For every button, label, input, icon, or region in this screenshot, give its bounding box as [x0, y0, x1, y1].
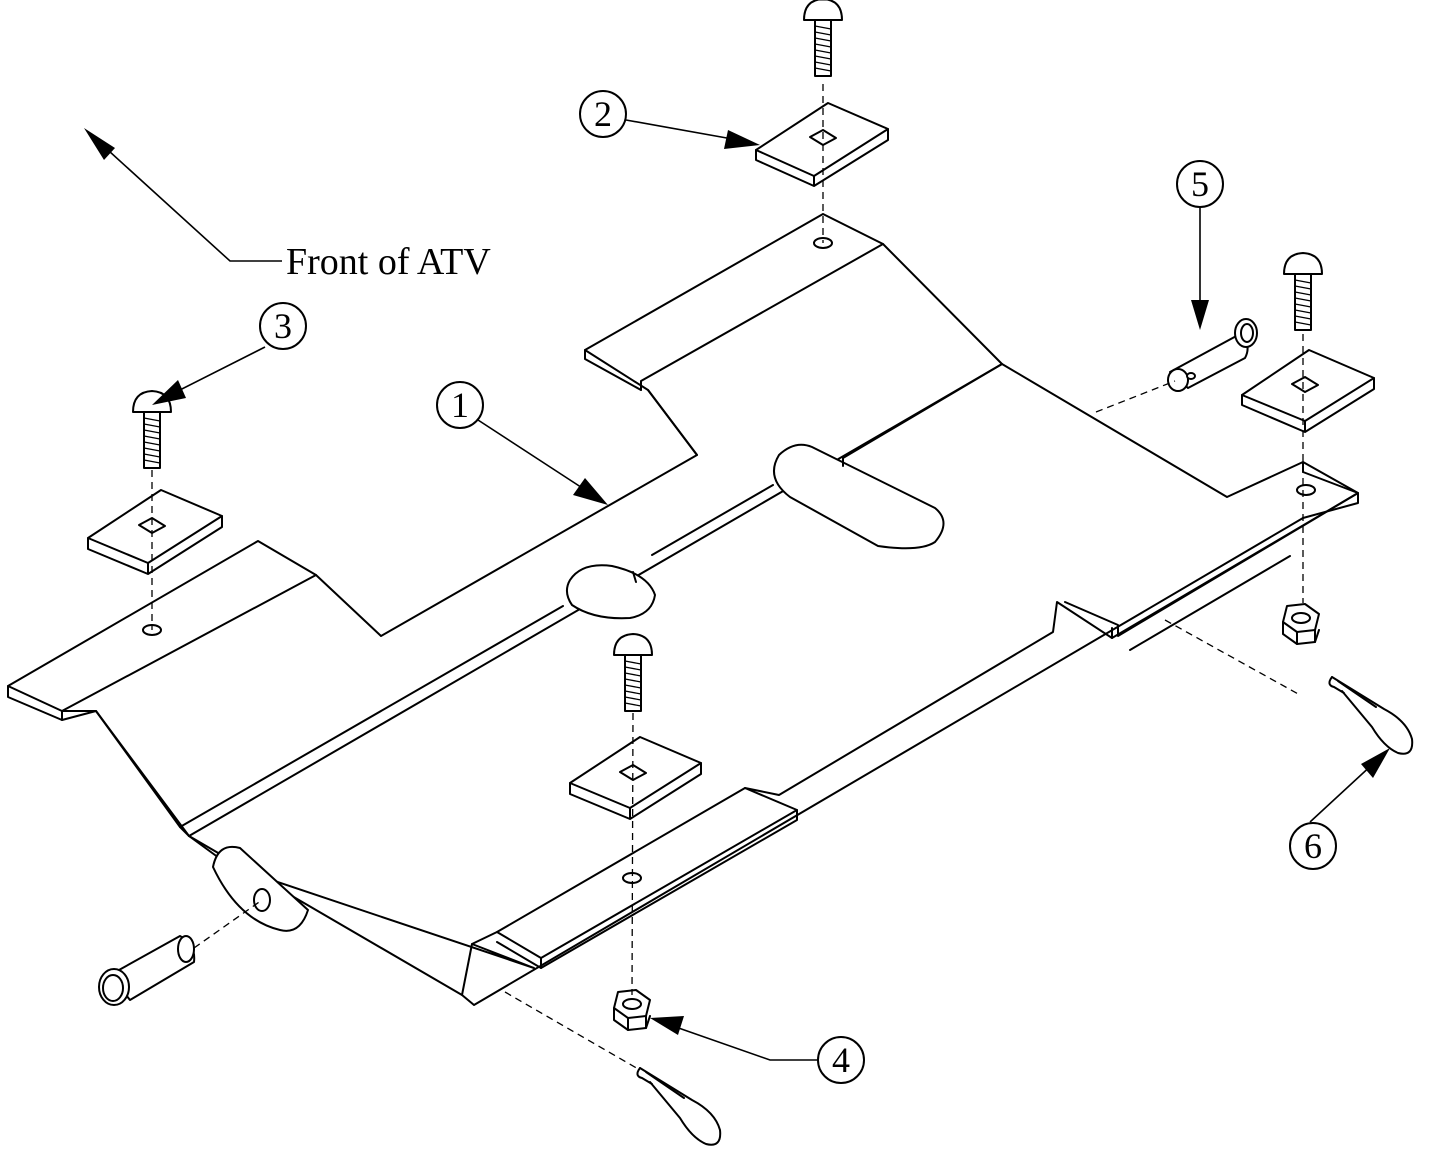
hex-nut-middle [613, 989, 651, 1031]
square-washer-right [1241, 349, 1375, 433]
carriage-bolt-right [1283, 252, 1323, 331]
square-washer-left [87, 489, 223, 575]
leader-4 [650, 1016, 818, 1061]
leader-2 [625, 119, 760, 149]
carriage-bolt-left [132, 390, 172, 469]
leader-6 [1309, 748, 1390, 823]
callout-4-label: 4 [832, 1040, 850, 1080]
callout-3-label: 3 [274, 306, 292, 346]
carriage-bolt-top [803, 0, 843, 77]
square-washer-middle [569, 736, 702, 820]
skid-plate [7, 213, 1359, 1006]
clevis-pin-left [98, 935, 196, 1006]
leader-5 [1191, 207, 1209, 330]
callout-5: 5 [1176, 160, 1224, 208]
clevis-pin-right [1167, 318, 1258, 392]
callout-6-label: 6 [1304, 826, 1322, 866]
hair-pin-right [1328, 676, 1414, 755]
assembly-center-lines [151, 84, 1304, 1071]
front-direction-arrow [84, 128, 282, 262]
hair-pin-bottom [636, 1067, 722, 1146]
leader-1 [477, 419, 608, 505]
leader-3 [152, 346, 266, 405]
callout-1-label: 1 [451, 385, 469, 425]
callout-6: 6 [1289, 822, 1337, 870]
square-washer-top [755, 102, 889, 187]
callout-3: 3 [259, 302, 307, 350]
hex-nut-right [1282, 603, 1320, 645]
front-of-atv-label: Front of ATV [286, 241, 491, 283]
callout-2-label: 2 [594, 94, 612, 134]
callout-2: 2 [579, 90, 627, 138]
callout-4: 4 [817, 1036, 865, 1084]
callout-1: 1 [436, 381, 484, 429]
callout-5-label: 5 [1191, 164, 1209, 204]
